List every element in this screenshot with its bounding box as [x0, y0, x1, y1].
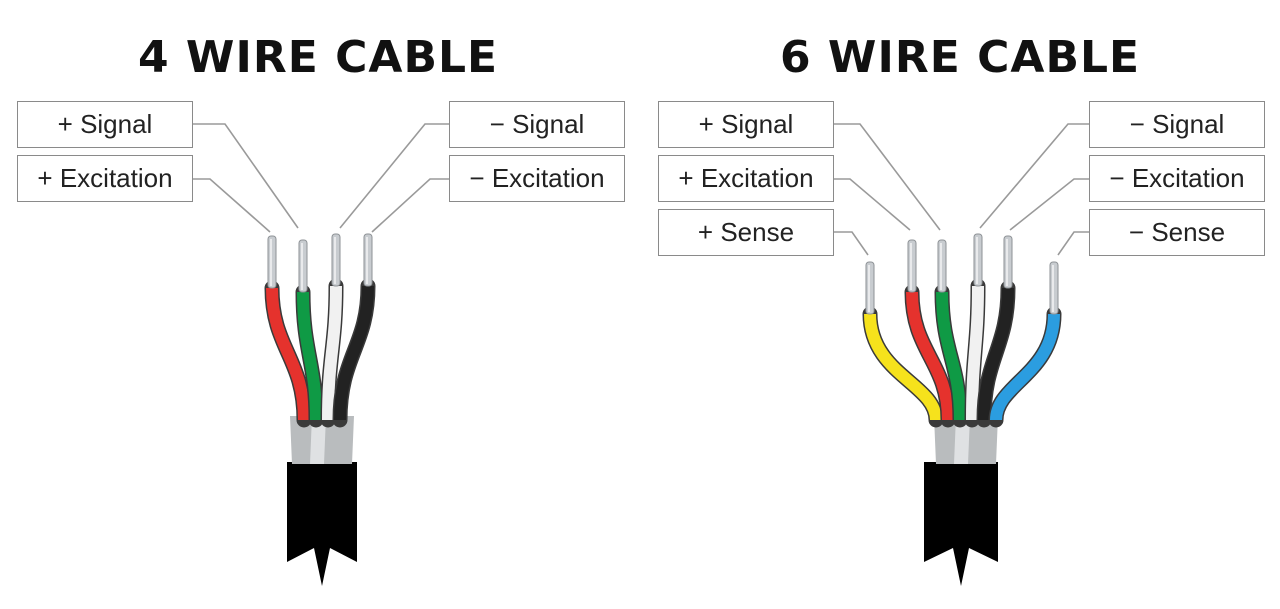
wire-insulation: [978, 287, 1014, 421]
wire-insulation: [966, 285, 984, 421]
leader-line: [193, 123, 299, 229]
cable-jacket: [287, 462, 357, 586]
wire-insulation: [990, 313, 1060, 421]
leader-line: [193, 178, 271, 233]
label-6-plus-sense: + Sense: [658, 209, 834, 256]
wire-insulation: [297, 291, 322, 421]
six-wire-cable-illustration: [862, 233, 1062, 586]
stripped-conductor: [865, 261, 875, 315]
stripped-conductor: [907, 239, 917, 293]
wire-insulation: [864, 313, 942, 421]
stripped-conductor: [937, 239, 947, 293]
label-6-minus-signal: − Signal: [1089, 101, 1265, 148]
stripped-conductor: [363, 233, 373, 287]
stripped-conductor: [973, 233, 983, 287]
label-4-plus-signal: + Signal: [17, 101, 193, 148]
stripped-conductor: [298, 239, 308, 293]
label-4-minus-excitation: − Excitation: [449, 155, 625, 202]
wire-insulation: [322, 285, 342, 421]
label-6-plus-signal: + Signal: [658, 101, 834, 148]
four-wire-cable-illustration: [264, 233, 376, 586]
four-wire-cable-title: 4 WIRE CABLE: [138, 32, 499, 83]
cable-jacket: [924, 462, 998, 586]
label-6-minus-sense: − Sense: [1089, 209, 1265, 256]
wire-insulation: [266, 287, 310, 421]
label-6-plus-excitation: + Excitation: [658, 155, 834, 202]
stripped-conductor: [1003, 235, 1013, 289]
label-4-plus-excitation: + Excitation: [17, 155, 193, 202]
foil-shield-highlight: [954, 416, 970, 464]
wire-insulation: [906, 291, 954, 421]
stripped-conductor: [331, 233, 341, 287]
leader-line: [834, 123, 941, 231]
leader-line: [339, 123, 449, 229]
label-6-minus-excitation: − Excitation: [1089, 155, 1265, 202]
six-wire-cable-title: 6 WIRE CABLE: [780, 32, 1141, 83]
stripped-conductor: [267, 235, 277, 289]
leader-line: [1009, 178, 1089, 231]
stripped-conductor: [1049, 261, 1059, 315]
foil-shield-highlight: [310, 416, 326, 464]
leader-line: [834, 178, 911, 231]
label-4-minus-signal: − Signal: [449, 101, 625, 148]
leader-line: [1057, 231, 1089, 256]
leader-line: [834, 231, 869, 256]
wire-insulation: [334, 285, 374, 421]
leader-line: [371, 178, 449, 233]
leader-line: [979, 123, 1089, 229]
leader-lines: [193, 123, 1089, 256]
wire-insulation: [936, 291, 966, 421]
